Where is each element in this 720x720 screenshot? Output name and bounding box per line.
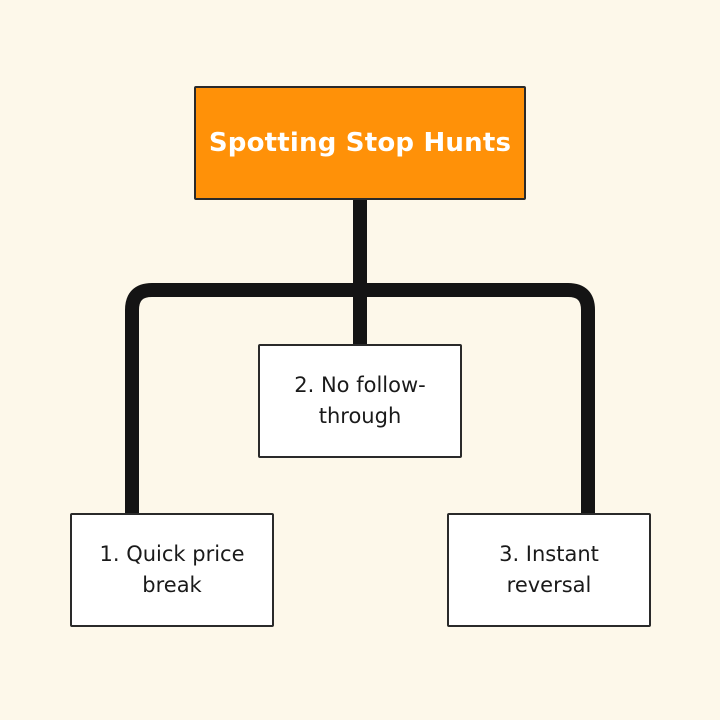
node-label: 1. Quick price break: [99, 542, 245, 597]
node-instant-reversal: 3. Instant reversal: [447, 513, 651, 627]
root-node: Spotting Stop Hunts: [194, 86, 526, 200]
node-quick-price-break: 1. Quick price break: [70, 513, 274, 627]
node-label: 2. No follow-through: [294, 373, 426, 428]
root-node-label: Spotting Stop Hunts: [208, 128, 512, 158]
node-label: 3. Instant reversal: [499, 542, 599, 597]
node-no-follow-through: 2. No follow-through: [258, 344, 462, 458]
